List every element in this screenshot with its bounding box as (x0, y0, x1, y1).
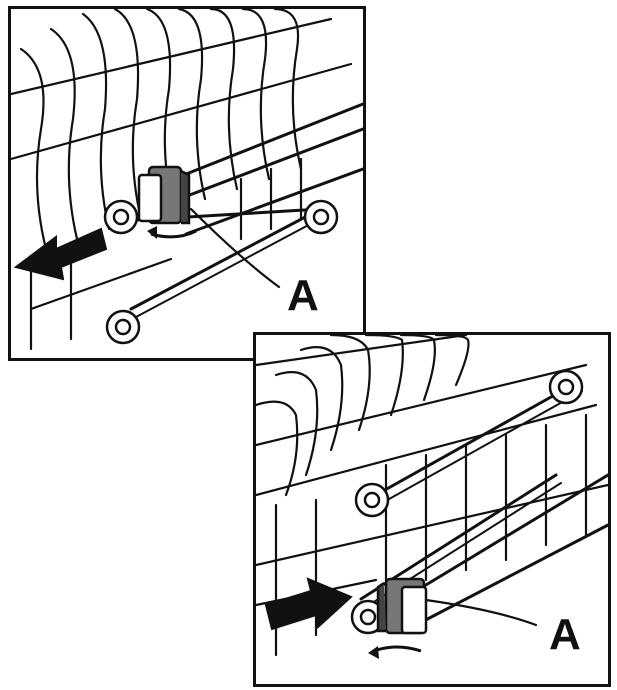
latch-a-bottom (376, 577, 428, 635)
bottom-rack-drawing (256, 335, 608, 659)
panel-bottom-step: A (253, 332, 611, 687)
callout-label-a: A (549, 610, 581, 659)
callout-label-a: A (287, 271, 319, 320)
push-arrow-bottom (264, 577, 353, 631)
latch-a-top (137, 165, 191, 225)
rack-tines (256, 335, 470, 497)
pull-arrow-top (13, 227, 108, 281)
rotate-arrow-bottom (373, 645, 422, 653)
rack-tines (19, 9, 303, 251)
rack-wheels (350, 369, 584, 635)
top-rack-drawing (11, 9, 363, 351)
panel-top-step: A (8, 6, 366, 361)
rack-wheels (103, 199, 339, 345)
